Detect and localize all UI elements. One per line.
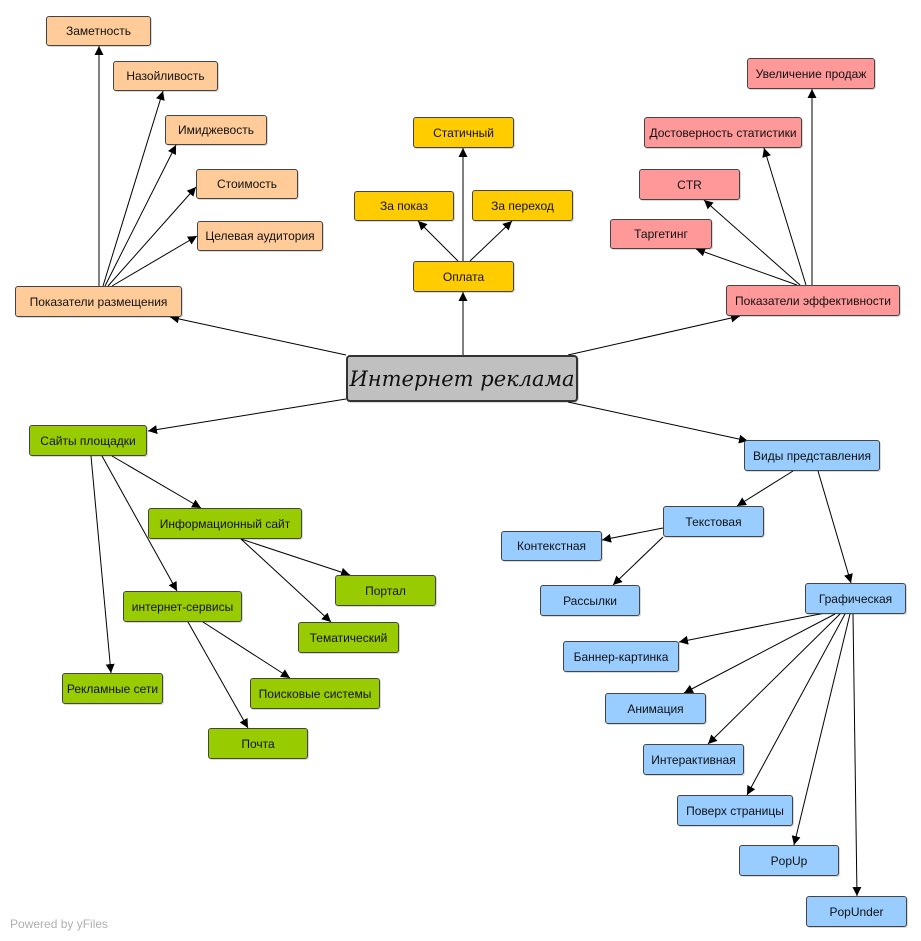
node-internet-services[interactable]: интернет-сервисы (123, 591, 242, 622)
edge-arrow-19 (101, 455, 178, 592)
node-targeting[interactable]: Таргетинг (610, 219, 712, 249)
node-visibility[interactable]: Заметность (46, 16, 151, 46)
node-presentation-types[interactable]: Виды представления (744, 440, 880, 471)
node-interactive[interactable]: Интерактивная (643, 744, 744, 775)
edge-arrow-31 (746, 613, 846, 796)
node-text[interactable]: Текстовая (663, 506, 764, 537)
node-popup[interactable]: PopUp (739, 845, 839, 876)
edge-arrow-21 (240, 538, 332, 623)
edge-arrow-20 (240, 538, 351, 577)
node-sites[interactable]: Сайты площадки (29, 425, 147, 456)
edge-arrow-2 (567, 313, 741, 356)
edge-arrow-14 (703, 199, 801, 286)
edge-arrow-17 (111, 455, 202, 509)
edge-arrow-3 (147, 398, 347, 435)
edge-arrow-11 (469, 220, 513, 262)
node-banner-image[interactable]: Баннер-картинка (563, 641, 679, 672)
node-statistics-reliability[interactable]: Достоверность статистики (644, 117, 802, 148)
edge-arrow-13 (695, 247, 798, 286)
node-payment[interactable]: Оплата (413, 261, 514, 292)
node-per-click[interactable]: За переход (472, 190, 573, 221)
node-ctr[interactable]: CTR (639, 169, 740, 200)
edge-arrow-8 (107, 186, 197, 287)
edge-arrow-0 (169, 314, 347, 356)
node-cost[interactable]: Стоимость (196, 169, 298, 199)
edge-arrow-6 (102, 90, 165, 287)
node-ad-networks[interactable]: Рекламные сети (62, 673, 163, 704)
node-thematic[interactable]: Тематический (298, 622, 399, 653)
edge-arrow-23 (202, 621, 291, 679)
edge-arrow-30 (707, 613, 841, 745)
edge-arrow-7 (104, 144, 177, 287)
edge-arrow-15 (762, 147, 807, 286)
edge-arrow-28 (678, 611, 831, 645)
node-animation[interactable]: Анимация (605, 693, 706, 724)
node-mail[interactable]: Почта (208, 728, 308, 759)
node-image[interactable]: Имиджевость (165, 115, 267, 145)
edge-arrow-9 (111, 235, 198, 287)
node-contextual[interactable]: Контекстная (501, 531, 602, 561)
yfiles-watermark: Powered by yFiles (10, 917, 109, 931)
edge-arrow-33 (852, 613, 862, 897)
edge-arrow-18 (90, 455, 115, 674)
node-search-engines[interactable]: Поисковые системы (250, 678, 380, 709)
node-intrusiveness[interactable]: Назойливость (113, 61, 218, 91)
node-per-impression[interactable]: За показ (354, 191, 454, 221)
node-over-page[interactable]: Поверх страницы (677, 795, 793, 826)
node-target-audience[interactable]: Целевая аудитория (197, 221, 323, 251)
edge-arrow-25 (817, 470, 853, 584)
edge-arrow-24 (736, 470, 794, 507)
edge-arrow-22 (187, 621, 249, 729)
edge-arrow-10 (417, 220, 459, 262)
node-static[interactable]: Статичный (413, 117, 514, 148)
node-info-site[interactable]: Информационный сайт (148, 508, 302, 539)
node-portal[interactable]: Портал (335, 575, 436, 606)
edge-arrow-27 (612, 536, 664, 586)
node-popunder[interactable]: PopUnder (806, 896, 907, 927)
node-graphic[interactable]: Графическая (805, 583, 906, 614)
node-mailings[interactable]: Рассылки (540, 585, 640, 616)
root-node[interactable]: Интернет реклама (346, 355, 578, 402)
node-placement-metrics[interactable]: Показатели размещения (15, 286, 182, 317)
edge-arrow-32 (791, 613, 851, 846)
edge-arrow-29 (683, 613, 836, 694)
node-efficiency-metrics[interactable]: Показатели эффективности (726, 285, 900, 316)
node-sales-growth[interactable]: Увеличение продаж (747, 58, 875, 89)
edge-arrow-26 (601, 527, 664, 543)
edge-arrow-4 (567, 401, 749, 444)
